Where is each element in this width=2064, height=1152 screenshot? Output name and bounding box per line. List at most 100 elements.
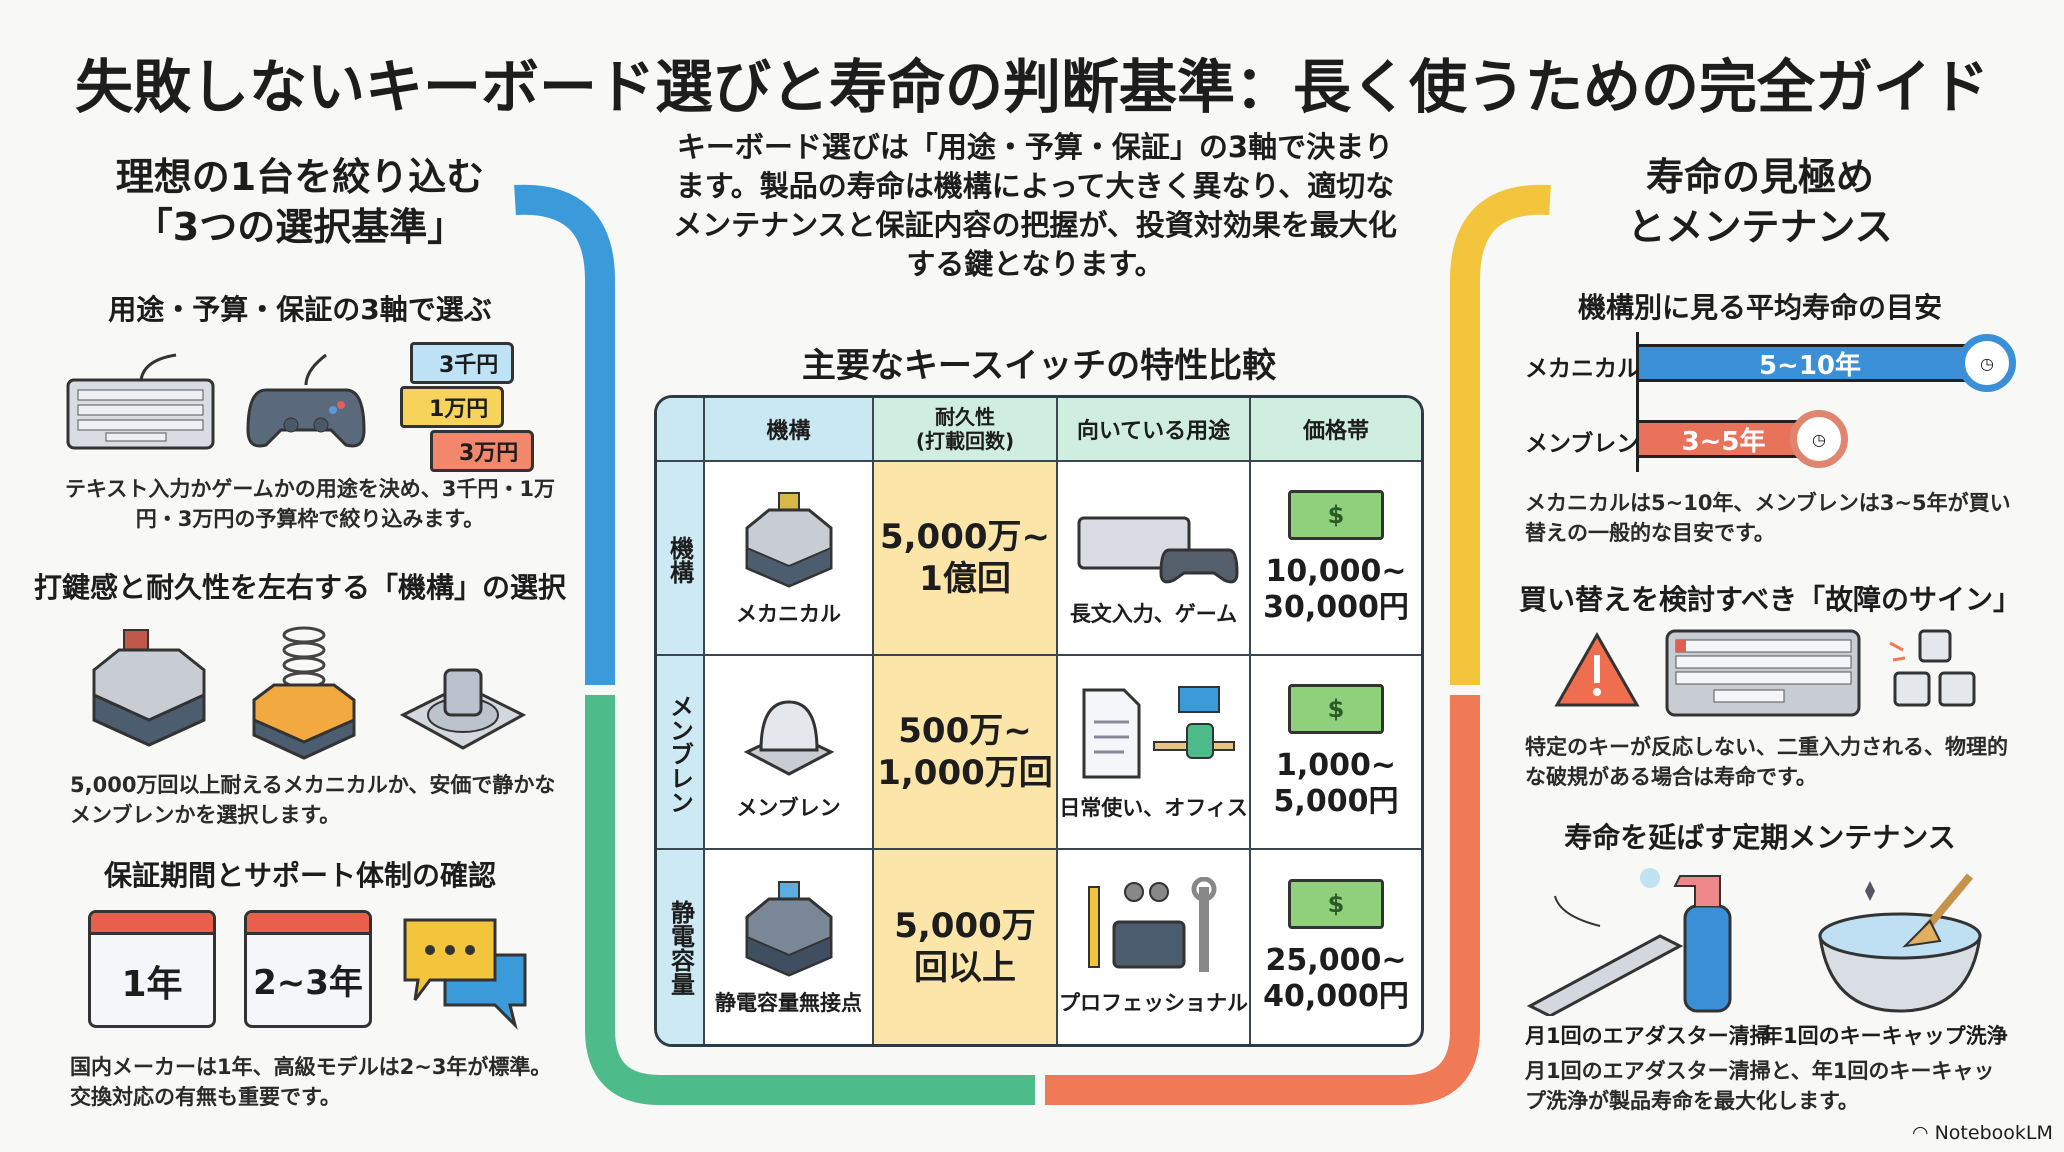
clock-icon: ◷ <box>1958 334 2016 392</box>
mechanism-title: 打鍵感と耐久性を左右する「機構」の選択 <box>33 571 566 604</box>
gamepad-icon <box>246 353 366 448</box>
warning-icon <box>1554 631 1640 707</box>
price-tag-3k: 3千円 <box>410 342 514 384</box>
failure-signs-title: 買い替えを検討すべき「故障のサイン」 <box>1518 583 2022 616</box>
calendar-2-3year-label: 2~3年 <box>253 963 363 1003</box>
price-tag-10k: 1万円 <box>400 386 504 428</box>
durability-line2: 1,000万回 <box>877 753 1053 793</box>
right-heading-line2: とメンテナンス <box>1627 205 1893 249</box>
warranty-title: 保証期間とサポート体制の確認 <box>103 859 496 892</box>
support-chat-icon <box>403 918 527 1030</box>
usage-text: 長文入力、ゲーム <box>1069 602 1238 626</box>
table-title: 主要なキースイッチの特性比較 <box>801 346 1277 386</box>
usage-text: 日常使い、オフィス <box>1059 796 1248 820</box>
right-heading-line1: 寿命の見極め <box>1645 155 1874 199</box>
durability-line1: 5,000万~ <box>879 517 1051 557</box>
professional-tools-icon <box>1087 876 1216 972</box>
calendar-2-3year-icon: 2~3年 <box>244 910 372 1028</box>
capacitive-switch-icon <box>745 881 832 977</box>
table-row: 静電容量 静電容量無接点 5,000万回以上 プロフェッショナル $25,000… <box>657 850 1421 1044</box>
lifespan-axis <box>1636 332 1639 472</box>
blue-arc <box>514 184 615 685</box>
price-line1: 10,000~ <box>1265 554 1407 589</box>
membrane-dome-icon <box>743 700 834 776</box>
money-icon: $ <box>1288 490 1384 540</box>
keycap-wash-caption: 年1回のキーキャップ洗浄 <box>1762 1024 2008 1048</box>
header-durability-line1: 耐久性 <box>935 405 995 429</box>
mechanism-cell: メンブレン <box>705 656 874 850</box>
maintenance-title: 寿命を延ばす定期メンテナンス <box>1564 821 1956 854</box>
lifespan-bar-membrane: 3~5年 <box>1639 420 1811 458</box>
mechanism-name: メカニカル <box>736 602 841 626</box>
notebooklm-logo: ◠NotebookLM <box>1912 1122 2053 1144</box>
mechanical-switch-icon <box>745 492 832 588</box>
lifespan-desc: メカニカルは5~10年、メンブレンは3~5年が買い替えの一般的な目安です。 <box>1525 491 2011 545</box>
durability-cell: 5,000万回以上 <box>874 850 1058 1044</box>
usage-budget-desc: テキスト入力かゲームかの用途を決め、3千円・1万円・3万円の予算枠で絞り込みます… <box>65 477 555 531</box>
keyboard-gamepad-icon <box>1077 516 1239 584</box>
price-cell: $1,000~5,000円 <box>1251 656 1421 850</box>
document-desk-icon <box>1082 686 1235 779</box>
page-title: 失敗しないキーボード選びと寿命の判断基準：長く使うための完全ガイド <box>74 53 1989 121</box>
spring-switch-icon <box>252 626 356 760</box>
money-icon: $ <box>1288 684 1384 734</box>
bar-label-membrane: メンブレン <box>1525 431 1640 457</box>
price-line1: 1,000~ <box>1275 748 1397 783</box>
header-durability: 耐久性(打載回数) <box>874 398 1058 462</box>
mechanism-name: 静電容量無接点 <box>715 991 862 1015</box>
lifespan-bar-mechanical: 5~10年 <box>1639 344 1984 382</box>
calendar-1year-label: 1年 <box>121 964 183 1005</box>
membrane-switch-icon <box>399 668 527 750</box>
usage-budget-title: 用途・予算・保証の3軸で選ぶ <box>108 293 492 326</box>
brand-name: NotebookLM <box>1934 1122 2053 1144</box>
price-cell: $25,000~40,000円 <box>1251 850 1421 1044</box>
left-heading: 理想の1台を絞り込む 「3つの選択基準」 <box>40 152 560 252</box>
yellow-arc <box>1450 184 1551 685</box>
price-line2: 40,000円 <box>1263 979 1409 1014</box>
money-icon: $ <box>1288 879 1384 929</box>
price-cell: $10,000~30,000円 <box>1251 462 1421 656</box>
warranty-desc: 国内メーカーは1年、高級モデルは2~3年が標準。交換対応の有無も重要です。 <box>70 1055 552 1109</box>
air-duster-icon <box>1526 868 1732 1016</box>
table-row: メンブレン メンブレン 500万~1,000万回 日常使い、オフィス $1,00… <box>657 656 1421 850</box>
bar-label-mechanical: メカニカル <box>1525 356 1640 382</box>
mechanical-switch-icon <box>92 629 206 747</box>
header-usage: 向いている用途 <box>1058 398 1251 462</box>
intro-text: キーボード選びは「用途・予算・保証」の3軸で決まります。製品の寿命は機構によって… <box>673 130 1397 281</box>
left-heading-line1: 理想の1台を絞り込む <box>115 155 485 199</box>
table-header-row: 機構 耐久性(打載回数) 向いている用途 価格帯 <box>657 398 1421 462</box>
broken-keycaps-icon <box>1889 629 1976 707</box>
durability-line2: 1億回 <box>919 559 1011 599</box>
row-label: 機構 <box>657 462 705 656</box>
mechanism-cell: メカニカル <box>705 462 874 656</box>
usage-cell: 日常使い、オフィス <box>1058 656 1251 850</box>
price-line2: 30,000円 <box>1263 590 1409 625</box>
usage-text: プロフェッショナル <box>1059 991 1248 1015</box>
durability-cell: 500万~1,000万回 <box>874 656 1058 850</box>
calendar-1year-icon: 1年 <box>88 910 216 1028</box>
notebooklm-icon: ◠ <box>1912 1122 1929 1144</box>
header-mechanism: 機構 <box>705 398 874 462</box>
usage-cell: 長文入力、ゲーム <box>1058 462 1251 656</box>
mechanism-cell: 静電容量無接点 <box>705 850 874 1044</box>
lifespan-title: 機構別に見る平均寿命の目安 <box>1577 291 1942 324</box>
maintenance-desc: 月1回のエアダスター清掃と、年1回のキーキャップ洗浄が製品寿命を最大化します。 <box>1525 1059 1995 1113</box>
header-durability-line2: (打載回数) <box>915 429 1015 453</box>
price-line2: 5,000円 <box>1273 784 1399 819</box>
left-heading-line2: 「3つの選択基準」 <box>134 205 466 249</box>
row-label: メンブレン <box>657 656 705 850</box>
price-line1: 25,000~ <box>1265 943 1407 978</box>
broken-keyboard-icon <box>1665 629 1861 717</box>
right-heading: 寿命の見極め とメンテナンス <box>1510 152 2010 252</box>
price-tag-30k: 3万円 <box>430 430 534 472</box>
durability-cell: 5,000万~1億回 <box>874 462 1058 656</box>
durability-line1: 500万~ <box>898 711 1032 751</box>
switch-comparison-table: 機構 耐久性(打載回数) 向いている用途 価格帯 機構 メカニカル 5,000万… <box>654 395 1424 1047</box>
keyboard-icon <box>66 353 215 450</box>
failure-signs-desc: 特定のキーが反応しない、二重入力される、物理的な破規がある場合は寿命です。 <box>1525 735 2008 789</box>
durability-line1: 5,000万 <box>894 906 1036 946</box>
budget-tags: 3千円 1万円 3万円 <box>400 342 540 472</box>
header-price: 価格帯 <box>1251 398 1421 462</box>
mechanism-desc: 5,000万回以上耐えるメカニカルか、安価で静かなメンブレンかを選択します。 <box>70 773 556 827</box>
